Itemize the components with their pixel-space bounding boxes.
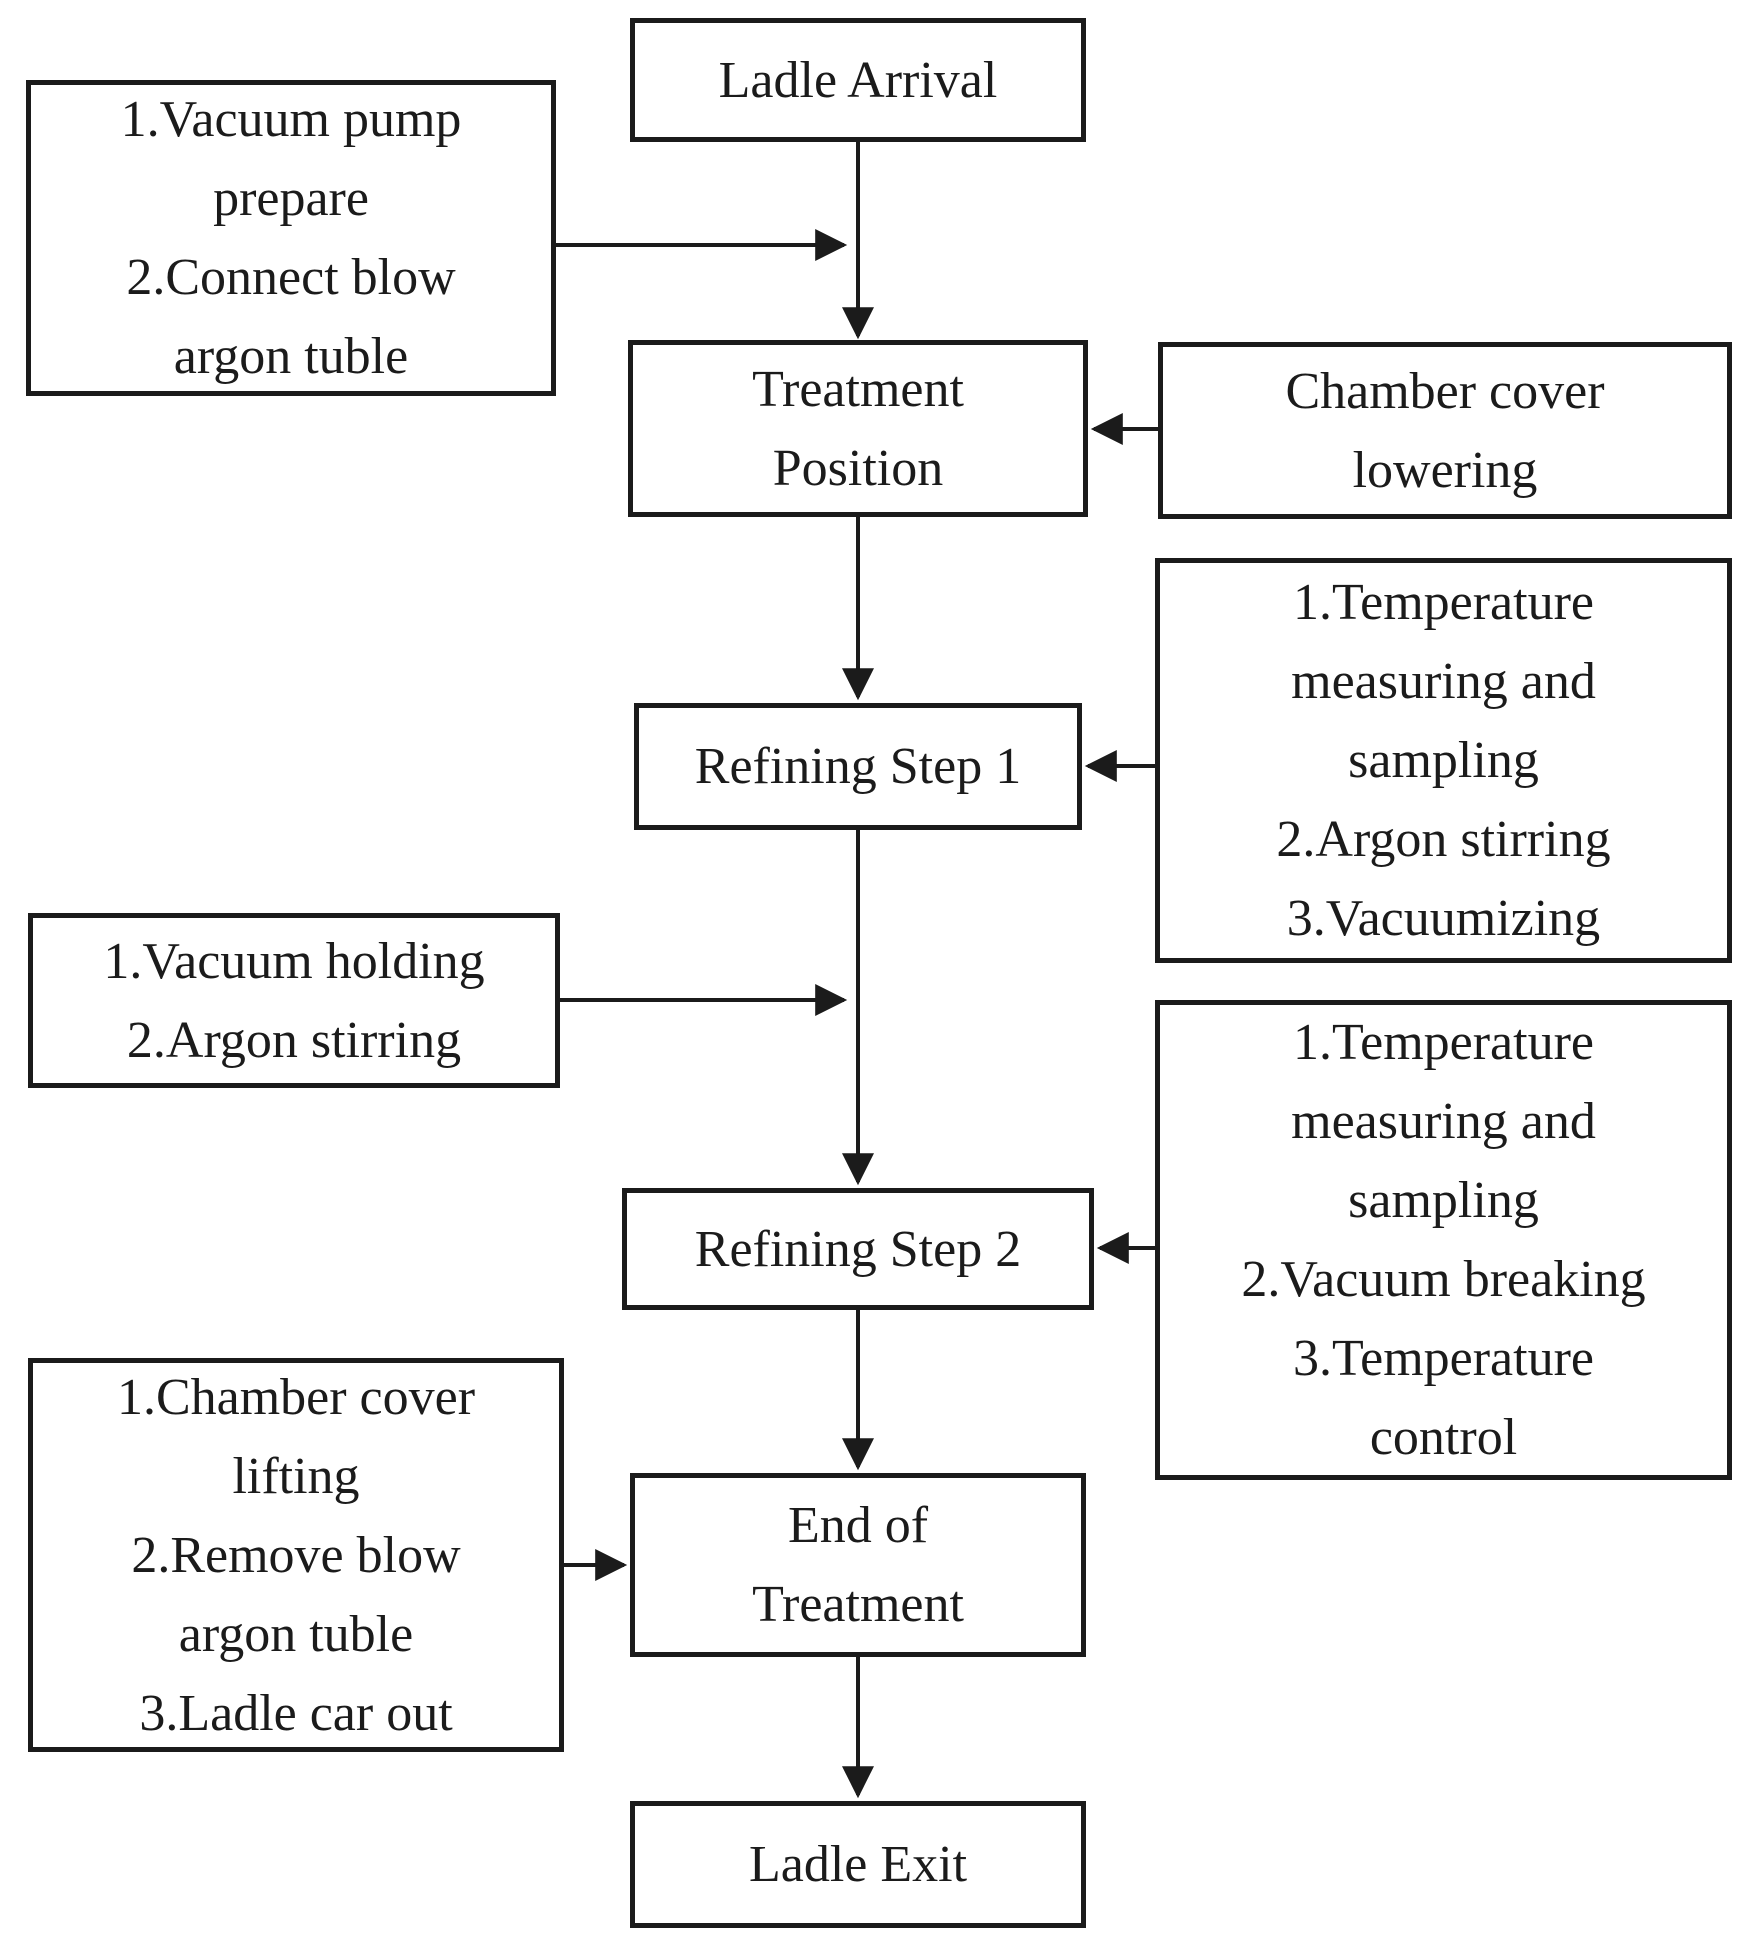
node-chamber-cover-lifting: 1.Chamber cover lifting 2.Remove blow ar…	[28, 1358, 564, 1752]
node-vacuum-pump-prepare: 1.Vacuum pump prepare 2.Connect blow arg…	[26, 80, 556, 396]
node-treatment-position: Treatment Position	[628, 340, 1088, 517]
node-refining-step-1: Refining Step 1	[634, 703, 1082, 830]
node-ladle-arrival: Ladle Arrival	[630, 18, 1086, 142]
node-refining-step-2: Refining Step 2	[622, 1188, 1094, 1310]
node-end-of-treatment: End of Treatment	[630, 1473, 1086, 1657]
node-ladle-exit: Ladle Exit	[630, 1801, 1086, 1928]
node-chamber-cover-lowering: Chamber cover lowering	[1158, 342, 1732, 519]
node-vacuum-holding: 1.Vacuum holding 2.Argon stirring	[28, 913, 560, 1088]
node-refining1-actions: 1.Temperature measuring and sampling 2.A…	[1155, 558, 1732, 963]
node-refining2-actions: 1.Temperature measuring and sampling 2.V…	[1155, 1000, 1732, 1480]
